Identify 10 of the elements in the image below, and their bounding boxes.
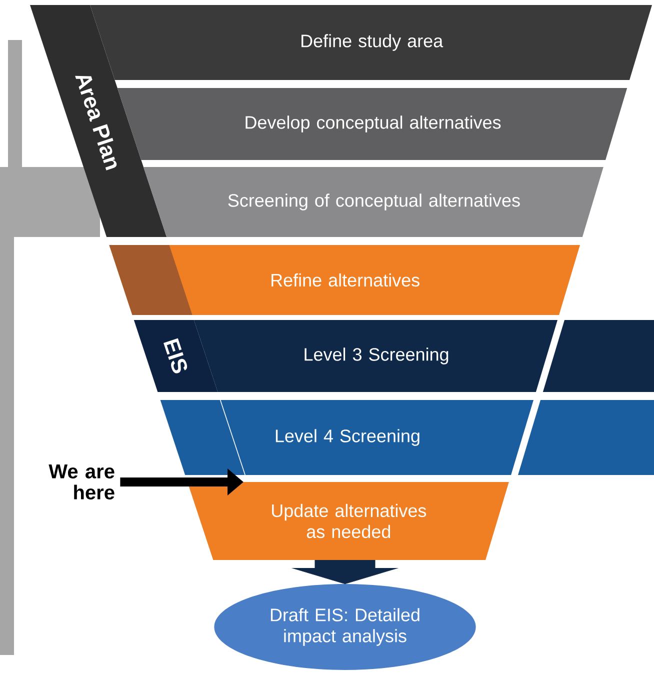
arrow xyxy=(292,560,398,584)
stage-band: Refine alternatives xyxy=(109,245,580,315)
stage-band: Level 3 Screening xyxy=(194,320,654,392)
stage-band: Screening of conceptual alternatives xyxy=(144,167,604,237)
stage-band: Level 4 Screening xyxy=(160,400,654,476)
stage-band: Area Plan xyxy=(30,5,167,237)
stage-band: Update alternatives as needed xyxy=(187,482,509,560)
stage-band: EIS xyxy=(134,320,218,392)
stage-band: Develop conceptual alternatives xyxy=(117,88,628,160)
note-text: We are here xyxy=(48,464,114,500)
